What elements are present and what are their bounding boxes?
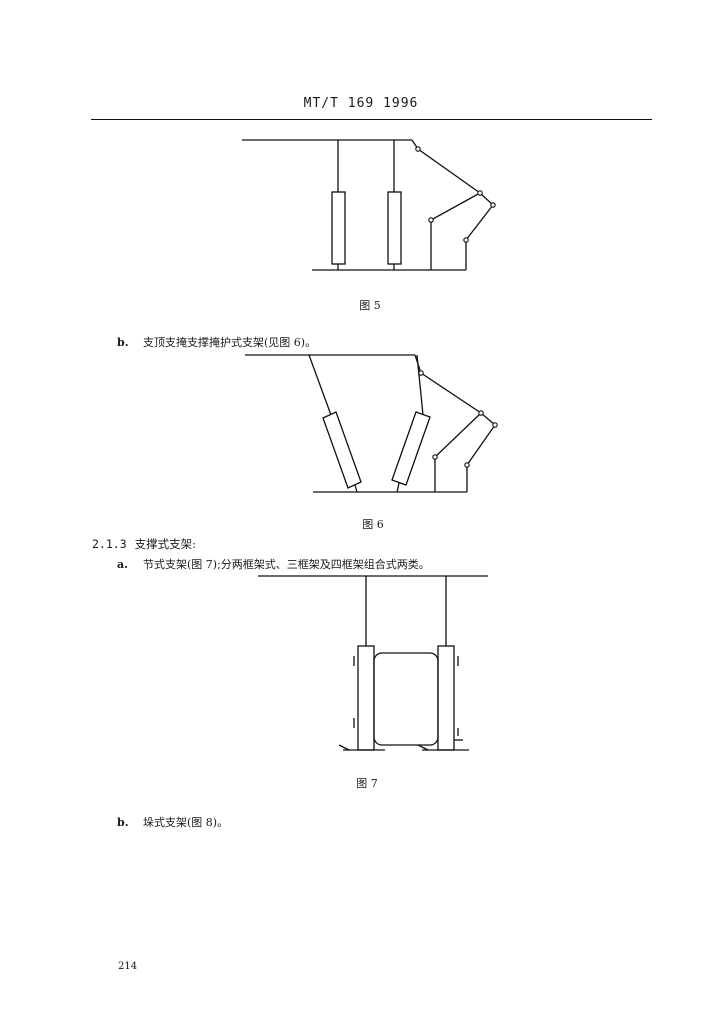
fig6-prop-1-cylinder xyxy=(322,411,362,489)
paragraph-b-chock: b. 垛式支架(图 8)。 xyxy=(117,814,228,830)
standard-number: MT/T 169 1996 xyxy=(303,96,419,111)
item-text: 节式支架(图 7);分两框架式、三框架及四框架组合式两类。 xyxy=(143,558,430,571)
fig7-right-base-tick xyxy=(417,744,429,751)
item-label: a. xyxy=(117,558,128,571)
fig6-shield-back xyxy=(434,412,482,492)
fig5-prop-2-cylinder xyxy=(387,191,402,265)
fig6-joint xyxy=(418,370,424,376)
fig5-joint xyxy=(463,237,469,243)
section-heading-2-1-3: 2.1.3 支撑式支架: xyxy=(92,536,196,552)
fig5-joint xyxy=(477,190,483,196)
fig7-left-base-tick xyxy=(338,744,350,751)
fig5-joint xyxy=(490,202,496,208)
section-number: 2.1.3 xyxy=(92,537,127,551)
fig6-prop-1-rod xyxy=(308,354,332,416)
fig6-joint xyxy=(478,410,484,416)
item-text: 垛式支架(图 8)。 xyxy=(143,816,229,829)
section-title: 支撑式支架: xyxy=(134,537,196,551)
fig5-joint xyxy=(415,146,421,152)
paragraph-a-frame: a. 节式支架(图 7);分两框架式、三框架及四框架组合式两类。 xyxy=(117,556,430,572)
fig6-prop-2-foot xyxy=(396,482,400,493)
fig6-prop-2-cylinder xyxy=(391,411,431,486)
figure-7-caption: 图 7 xyxy=(356,777,378,790)
fig6-shield-linkage xyxy=(414,354,496,492)
figure-5-caption: 图 5 xyxy=(359,299,381,312)
paragraph-b-shield: b. 支顶支掩支撑掩护式支架(见图 6)。 xyxy=(117,334,316,350)
figure-6-diagram xyxy=(245,354,498,493)
fig6-joint xyxy=(492,422,498,428)
figure-6-caption: 图 6 xyxy=(362,518,384,531)
page-number: 214 xyxy=(118,961,138,972)
fig7-right-frame-column xyxy=(437,645,455,751)
fig6-joint xyxy=(464,462,470,468)
figure-7-diagram xyxy=(258,575,488,751)
fig5-prop-1-cylinder xyxy=(331,191,346,265)
item-label: b. xyxy=(117,816,129,829)
item-label: b. xyxy=(117,336,129,349)
fig5-shield-linkage xyxy=(411,139,494,270)
fig6-joint xyxy=(432,454,438,460)
fig7-left-frame-column xyxy=(357,645,375,751)
fig6-prop-1-foot xyxy=(354,484,358,493)
figure-5-diagram xyxy=(242,139,496,271)
fig5-joint xyxy=(428,217,434,223)
fig7-connecting-frame xyxy=(373,652,439,746)
item-text: 支顶支掩支撑掩护式支架(见图 6)。 xyxy=(143,336,317,349)
header-rule xyxy=(91,119,652,120)
